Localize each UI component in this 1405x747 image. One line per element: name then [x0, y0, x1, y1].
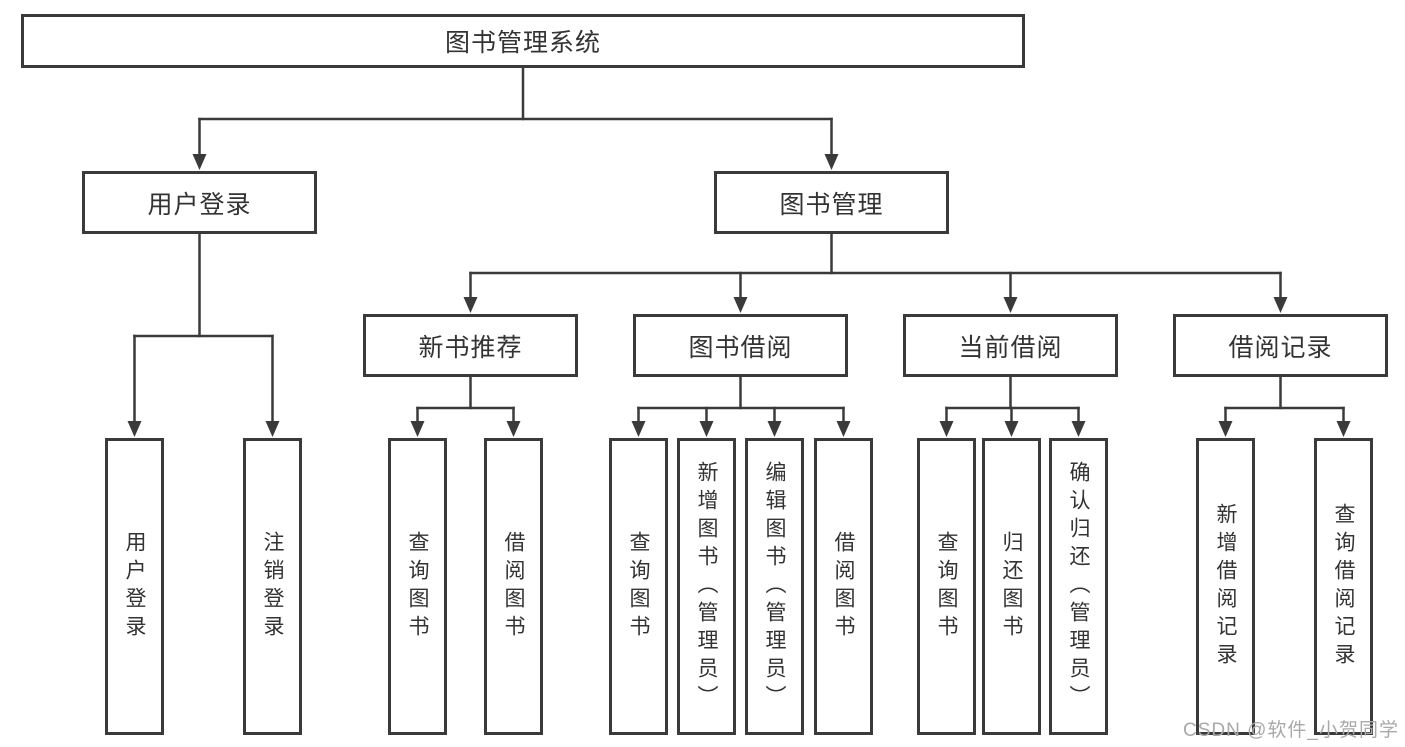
leaf-label: 查询图书: [627, 530, 650, 643]
leaf-query-books-borrowing: 查询图书: [609, 438, 668, 735]
leaf-query-books-recommend: 查询图书: [388, 438, 447, 735]
node-new-book-recommend: 新书推荐: [363, 314, 578, 377]
leaf-add-borrow-record: 新增借阅记录: [1196, 438, 1255, 735]
leaf-label: 借阅图书: [502, 530, 525, 643]
node-label: 当前借阅: [958, 333, 1063, 362]
csdn-watermark: CSDN @软件_小贺同学: [1183, 720, 1399, 741]
node-label: 图书管理: [779, 190, 884, 219]
leaf-label: 归还图书: [1000, 530, 1023, 643]
leaf-label: 确认归还（管理员）: [1067, 460, 1090, 713]
arrowhead-icons: [127, 154, 1351, 437]
leaf-return-book: 归还图书: [982, 438, 1041, 735]
node-label: 新书推荐: [418, 333, 523, 362]
leaf-label: 借阅图书: [832, 530, 855, 643]
leaf-label: 新增图书（管理员）: [695, 460, 718, 713]
node-root: 图书管理系统: [21, 14, 1025, 68]
leaf-label: 新增借阅记录: [1214, 502, 1237, 671]
leaf-label: 用户登录: [123, 530, 146, 643]
leaf-add-book-admin: 新增图书（管理员）: [677, 438, 736, 735]
leaf-edit-book-admin: 编辑图书（管理员）: [745, 438, 804, 735]
node-label: 图书借阅: [688, 333, 793, 362]
node-book-management: 图书管理: [714, 171, 949, 234]
leaf-label: 注销登录: [261, 530, 284, 643]
node-borrowing-records: 借阅记录: [1173, 314, 1388, 377]
leaf-label: 查询借阅记录: [1332, 502, 1355, 671]
leaf-user-login: 用户登录: [105, 438, 164, 735]
node-user-login: 用户登录: [82, 171, 317, 234]
leaf-label: 查询图书: [406, 530, 429, 643]
leaf-query-books-current: 查询图书: [917, 438, 976, 735]
node-label: 借阅记录: [1228, 333, 1333, 362]
leaf-label: 编辑图书（管理员）: [763, 460, 786, 713]
node-label: 图书管理系统: [444, 29, 601, 57]
node-book-borrowing: 图书借阅: [633, 314, 848, 377]
leaf-confirm-return-admin: 确认归还（管理员）: [1049, 438, 1108, 735]
node-current-borrowing: 当前借阅: [903, 314, 1118, 377]
node-label: 用户登录: [147, 190, 252, 219]
leaf-borrow-books-recommend: 借阅图书: [484, 438, 543, 735]
leaf-logout: 注销登录: [243, 438, 302, 735]
leaf-borrow-books-borrowing: 借阅图书: [814, 438, 873, 735]
leaf-label: 查询图书: [935, 530, 958, 643]
leaf-query-borrow-record: 查询借阅记录: [1314, 438, 1373, 735]
